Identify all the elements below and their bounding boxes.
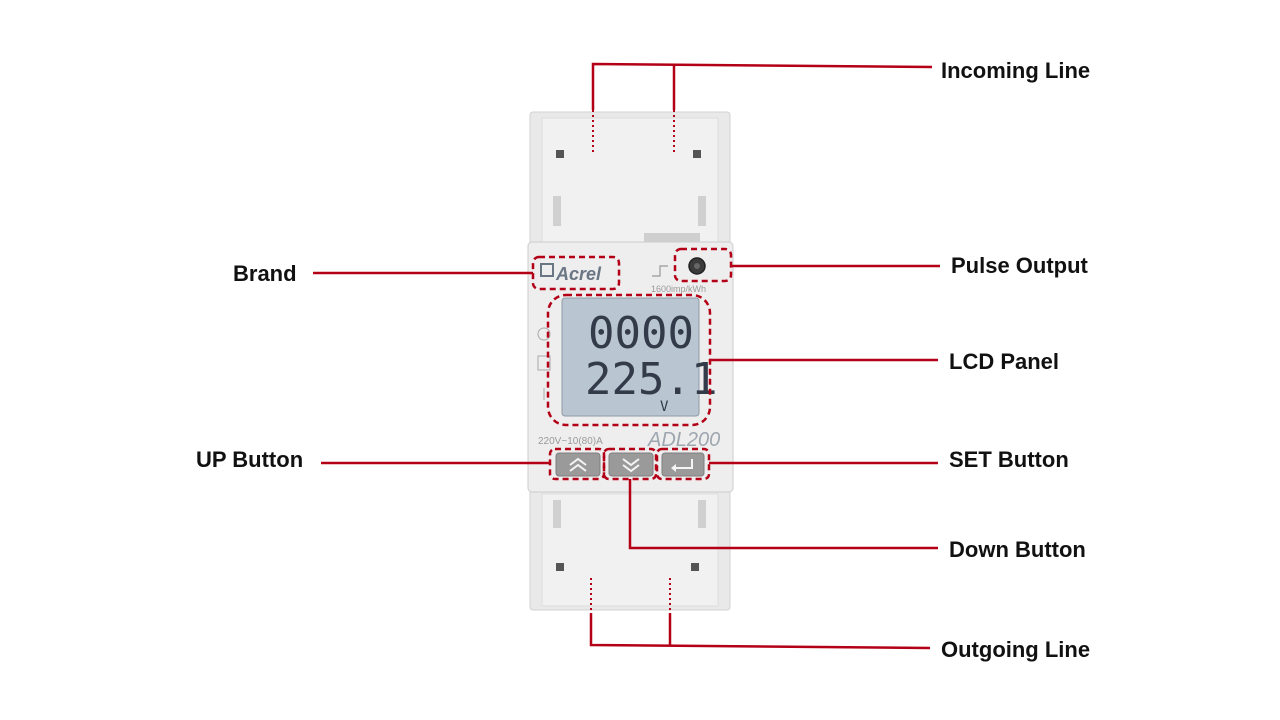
label-brand: Brand [233, 261, 297, 286]
set-button[interactable] [661, 452, 705, 477]
terminal-screw [556, 150, 564, 158]
double-chevron-up-icon [569, 457, 587, 472]
top-terminal-block [529, 111, 731, 249]
bottom-terminal-block [529, 489, 731, 611]
label-lcd-panel: LCD Panel [949, 349, 1059, 374]
down-button[interactable] [608, 452, 654, 477]
label-set-button: SET Button [949, 447, 1069, 472]
lcd-line-2: 225.1 [585, 354, 717, 405]
double-chevron-down-icon [622, 458, 640, 473]
incoming-line-leader [591, 62, 933, 110]
rating-label: 220V~10(80)A [538, 436, 603, 447]
terminal-screw [556, 563, 564, 571]
label-up-button: UP Button [196, 447, 303, 472]
pulse-spec: 1600imp/kWh [651, 284, 706, 294]
label-outgoing-line: Outgoing Line [941, 637, 1090, 662]
outgoing-line-leader [589, 613, 931, 650]
pulse-led [688, 257, 706, 275]
set-highlight-box [655, 447, 711, 481]
lcd-unit: V [660, 399, 669, 415]
down-button-leader [628, 479, 938, 550]
brand-logo: Acrel [540, 263, 602, 284]
label-incoming-line: Incoming Line [941, 58, 1090, 83]
label-pulse-output: Pulse Output [951, 253, 1089, 278]
up-button[interactable] [555, 452, 601, 477]
enter-return-icon [671, 459, 693, 472]
model-name: ADL200 [647, 429, 720, 451]
down-highlight-box [602, 447, 658, 481]
lcd-line-1: 0000 [588, 308, 694, 359]
label-down-button: Down Button [949, 537, 1086, 562]
terminal-screw [691, 563, 699, 571]
brand-name: Acrel [555, 264, 602, 284]
terminal-screw [693, 150, 701, 158]
lcd-screen: 0000 225.1 V [561, 297, 717, 417]
